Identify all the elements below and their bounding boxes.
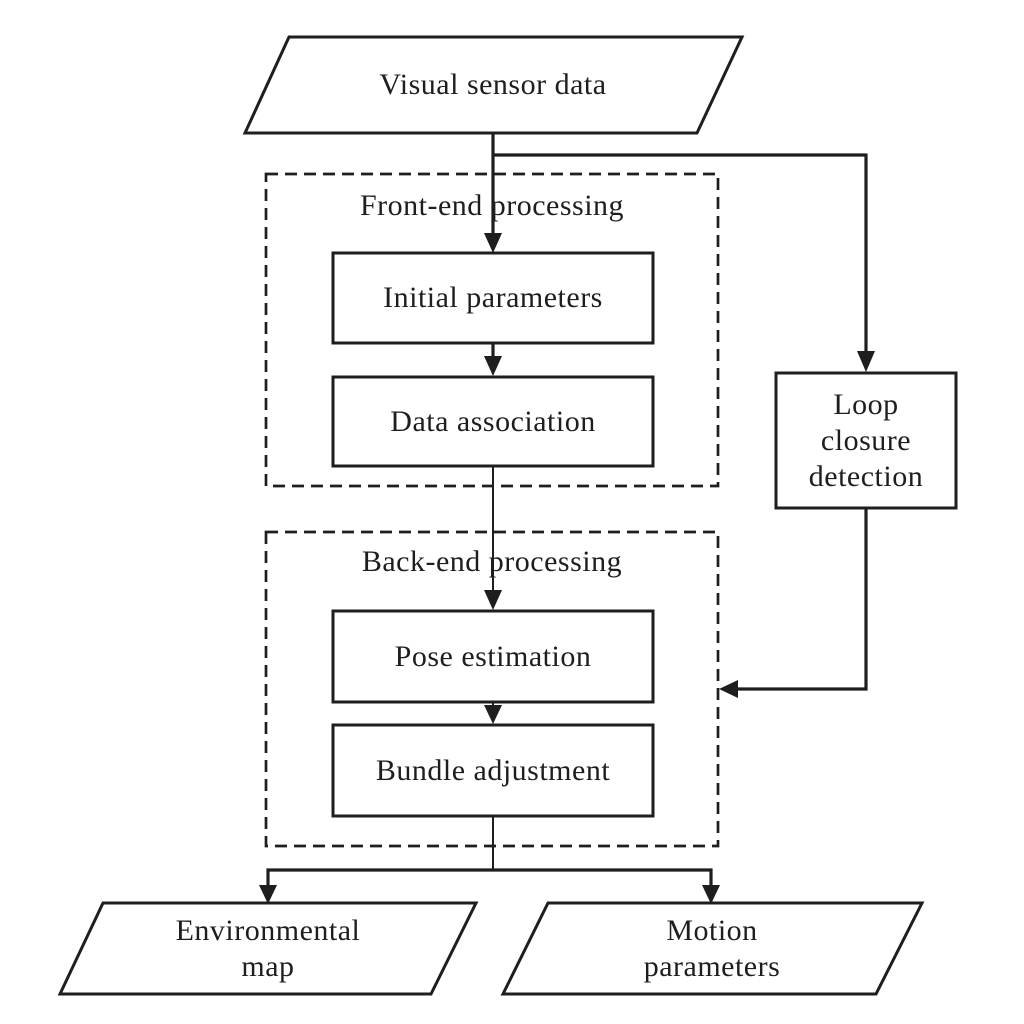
arrowhead-into-motion-parameters: [702, 885, 720, 904]
loop-closure-detection-shape: [774, 371, 958, 510]
initial-parameters-shape: [331, 251, 655, 345]
arrowhead-into-back-end: [719, 680, 738, 698]
connector-output-split-line: [266, 868, 713, 887]
arrowhead-into-data-association: [484, 356, 502, 376]
arrowhead-into-initial-parameters: [484, 233, 502, 253]
arrowhead-into-environmental-map: [259, 885, 277, 904]
arrowhead-into-loop-closure: [857, 351, 875, 372]
connector-loop-to-back-end: [736, 508, 868, 691]
visual-sensor-data-shape: [242, 35, 745, 135]
bundle-adjustment-shape: [331, 723, 655, 818]
arrowhead-into-pose-estimation: [484, 590, 502, 610]
pose-estimation-shape: [331, 609, 655, 704]
arrowhead-into-bundle-adjustment: [484, 705, 502, 724]
data-association-shape: [331, 375, 655, 468]
environmental-map-shape: [57, 901, 479, 996]
motion-parameters-shape: [500, 901, 925, 996]
